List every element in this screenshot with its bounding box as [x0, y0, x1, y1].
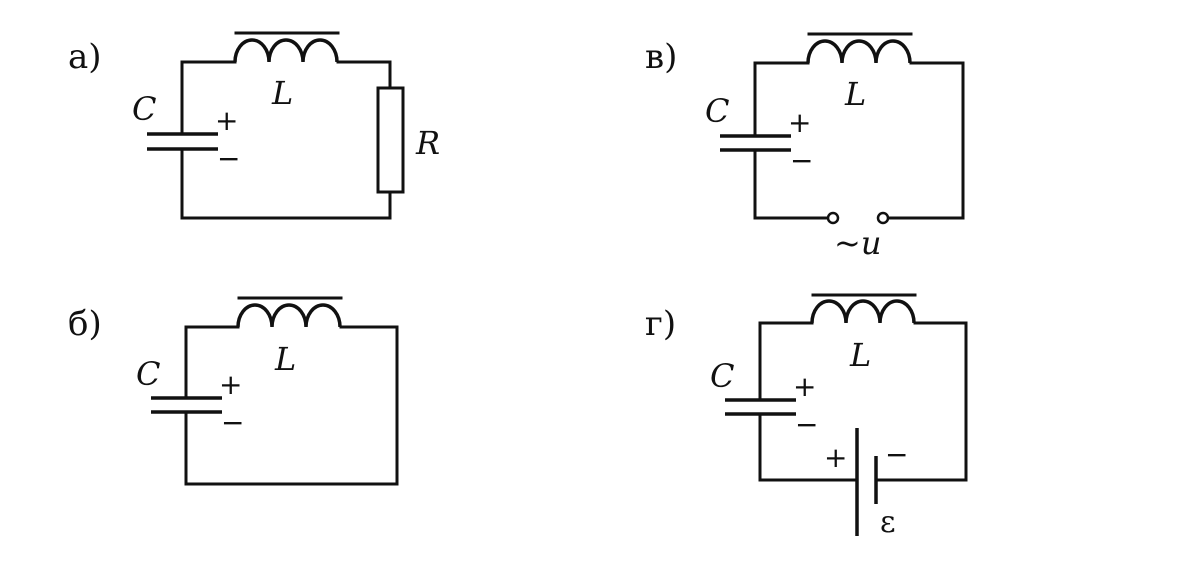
circuit-v-label: в) — [645, 37, 677, 77]
capacitor — [725, 398, 796, 416]
wire — [753, 61, 810, 138]
wire — [874, 321, 968, 482]
inductor-coil — [233, 31, 340, 63]
inductor-coil — [236, 296, 343, 328]
capacitor-label: C — [132, 90, 156, 128]
wire — [753, 148, 831, 220]
battery-plus: + — [824, 441, 847, 474]
wire — [180, 60, 237, 136]
wire — [758, 412, 859, 482]
capacitor — [720, 134, 791, 152]
capacitor-minus: − — [790, 144, 813, 177]
circuit-b: б) L C + − — [68, 296, 399, 486]
capacitor-label: C — [705, 92, 729, 130]
circuit-a: а) L C + − R — [68, 31, 440, 220]
wire — [885, 61, 965, 220]
inductor-winding — [233, 38, 339, 63]
circuit-g-label: г) — [645, 304, 676, 344]
circuit-v: в) L C + − ~u — [645, 32, 965, 262]
inductor-label: L — [844, 75, 866, 113]
source-terminal — [826, 211, 840, 225]
resistor — [376, 86, 405, 194]
source-terminal — [876, 211, 890, 225]
inductor-label: L — [274, 340, 296, 378]
capacitor-plus: + — [793, 370, 816, 403]
capacitor — [147, 132, 218, 151]
wire — [758, 321, 814, 402]
inductor-label: L — [271, 74, 293, 112]
capacitor-label: C — [136, 355, 160, 393]
wire — [180, 147, 392, 220]
capacitor-label: C — [710, 357, 734, 395]
capacitor-minus: − — [217, 142, 240, 175]
inductor-winding — [806, 39, 912, 64]
wire — [336, 60, 392, 90]
circuit-a-label: а) — [68, 37, 102, 77]
inductor-label: L — [849, 336, 871, 374]
inductor-coil — [810, 293, 917, 324]
ac-source-label: ~u — [834, 224, 881, 262]
inductor-winding — [236, 303, 342, 328]
circuit-g: г) L C + − + − ε — [645, 293, 968, 540]
emf-label: ε — [880, 505, 896, 540]
battery-minus: − — [885, 438, 908, 471]
capacitor-plus: + — [219, 368, 242, 401]
capacitor-minus: − — [221, 406, 244, 439]
wire — [184, 325, 240, 400]
wire — [184, 325, 399, 486]
inductor-coil — [806, 32, 913, 64]
circuit-b-label: б) — [68, 304, 102, 344]
capacitor — [151, 396, 222, 414]
capacitor-plus: + — [788, 106, 811, 139]
capacitor-minus: − — [795, 408, 818, 441]
inductor-winding — [810, 299, 916, 324]
battery — [855, 428, 878, 536]
resistor-label: R — [415, 124, 440, 162]
capacitor-plus: + — [215, 104, 238, 137]
